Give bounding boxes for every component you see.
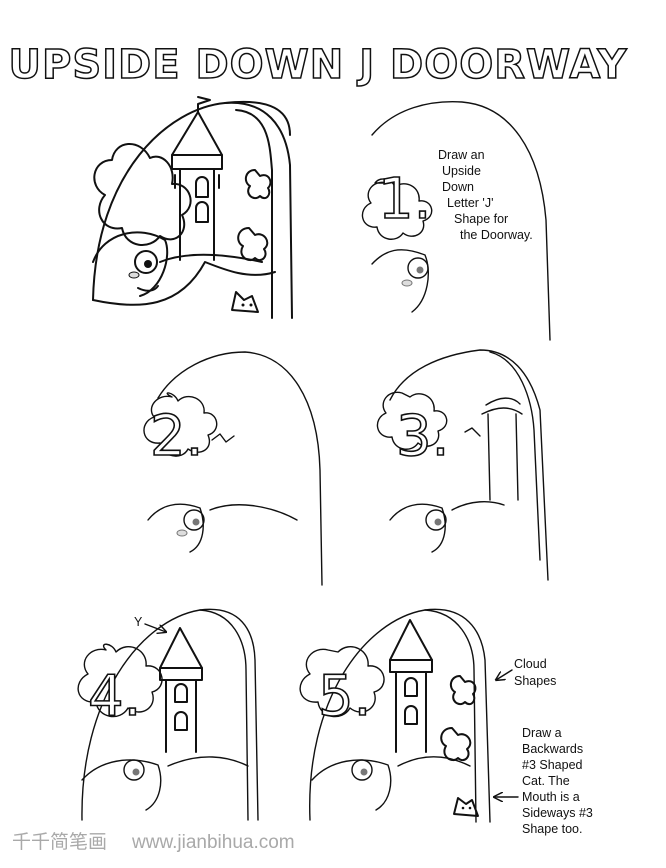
cloud-icon bbox=[93, 143, 192, 246]
svg-text:Cat. The: Cat. The bbox=[522, 774, 570, 788]
step-note: Draw an bbox=[438, 148, 485, 162]
step-number: 5. bbox=[318, 664, 371, 729]
step-5-panel: 5. Cloud Shapes Draw a Backwards #3 Shap… bbox=[299, 608, 593, 836]
svg-text:the Doorway.: the Doorway. bbox=[460, 228, 533, 242]
svg-text:Shapes: Shapes bbox=[514, 674, 556, 688]
step-1-panel: 1. Draw an Upside Down Letter 'J' Shape … bbox=[361, 101, 551, 341]
example-finished-drawing bbox=[92, 96, 293, 319]
step-number: 3. bbox=[396, 404, 449, 469]
svg-text:#3 Shaped: #3 Shaped bbox=[522, 758, 583, 772]
page-title: UPSIDE DOWN J DOORWAY bbox=[9, 42, 628, 88]
cat-icon bbox=[453, 797, 479, 817]
svg-text:Sideways #3: Sideways #3 bbox=[522, 806, 593, 820]
arrow-icon bbox=[496, 669, 513, 680]
svg-text:Letter 'J': Letter 'J' bbox=[447, 196, 493, 210]
cat-icon bbox=[231, 291, 259, 313]
step-number: 2. bbox=[150, 404, 203, 469]
svg-text:Upside: Upside bbox=[442, 164, 481, 178]
svg-text:Shape too.: Shape too. bbox=[522, 822, 582, 836]
step-3-panel: 3. bbox=[376, 349, 549, 581]
step-number: 4. bbox=[88, 664, 141, 729]
svg-text:Down: Down bbox=[442, 180, 474, 194]
svg-text:Mouth is a: Mouth is a bbox=[522, 790, 580, 804]
svg-text:Backwards: Backwards bbox=[522, 742, 583, 756]
castle-icon bbox=[389, 619, 433, 753]
svg-text:Shape for: Shape for bbox=[454, 212, 508, 226]
step-number: 1. bbox=[378, 167, 431, 232]
castle-icon bbox=[171, 96, 223, 261]
watermark-cn: 千千简笔画 bbox=[12, 831, 107, 853]
castle-icon bbox=[159, 627, 203, 753]
watermark-url: www.jianbihua.com bbox=[131, 832, 295, 853]
arrow-icon bbox=[144, 623, 166, 632]
step-4-panel: 4. Y bbox=[77, 608, 259, 821]
point-y-label: Y bbox=[134, 615, 143, 629]
cloud-shapes-note: Cloud bbox=[514, 657, 547, 671]
cat-note: Draw a bbox=[522, 726, 562, 740]
step-2-panel: 2. bbox=[143, 351, 323, 586]
